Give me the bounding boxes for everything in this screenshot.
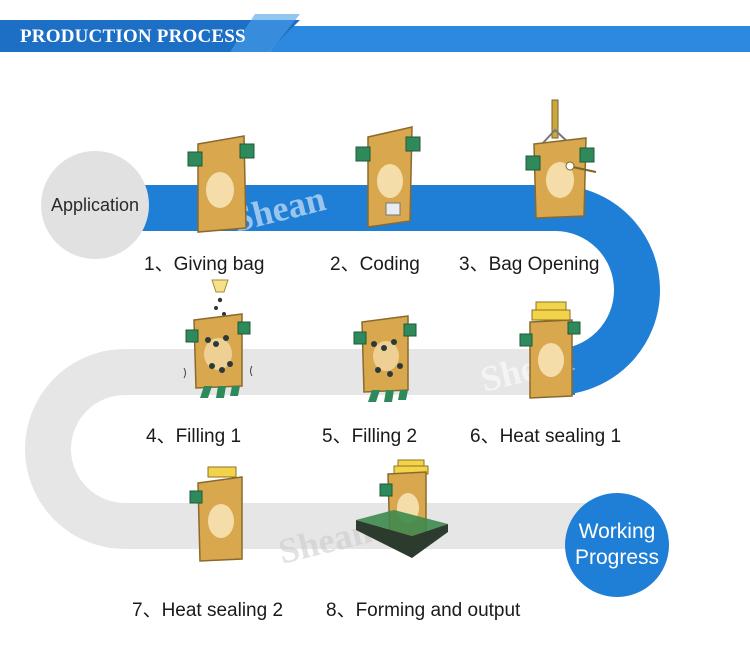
step-label: 6、Heat sealing 1 <box>470 426 622 447</box>
step-label: 3、Bag Opening <box>459 254 600 275</box>
heat-sealer-icon <box>519 301 581 399</box>
heat-sealer-icon <box>189 466 243 562</box>
step-label: 8、Forming and output <box>326 600 521 621</box>
step-label: 5、Filling 2 <box>322 426 418 447</box>
bag-opening-icon <box>525 99 597 219</box>
bag-filling-icon <box>183 279 253 398</box>
page-title: PRODUCTION PROCESS <box>20 26 246 47</box>
end-label-line1: Working <box>578 520 656 543</box>
header-banner <box>0 14 750 52</box>
bag-coding-icon <box>355 126 421 228</box>
start-label: Application <box>50 195 140 215</box>
step-label: 1、Giving bag <box>144 254 265 275</box>
bag-filled-icon <box>353 315 417 402</box>
step-label: 7、Heat sealing 2 <box>132 600 284 621</box>
step-label: 2、Coding <box>330 254 420 275</box>
step-label: 4、Filling 1 <box>146 426 242 447</box>
bag-with-grippers-icon <box>187 135 255 233</box>
conveyor-output-icon <box>356 459 448 558</box>
end-label-line2: Progress <box>574 546 660 569</box>
